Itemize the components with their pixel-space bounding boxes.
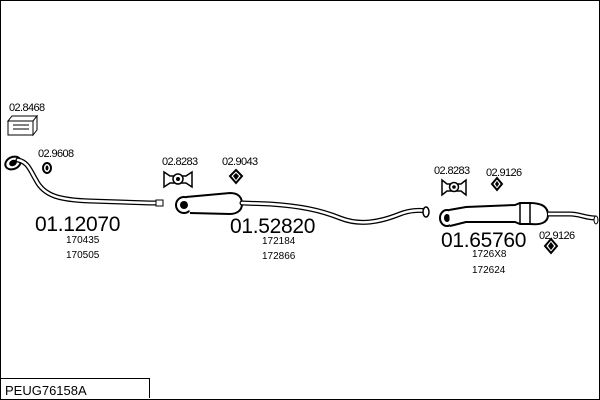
mounting-kit-box-icon [6,114,39,137]
accessory-code: 02.8283 [162,156,198,168]
accessory-code: 02.8283 [434,165,470,177]
section-part-number: 01.12070 [35,213,121,236]
accessory-code: 02.9608 [38,148,74,160]
clamp-icon [441,178,467,197]
rubber-mount-icon [543,237,559,255]
accessory-code: 02.8468 [9,102,45,114]
section-ref: 1726X8 [472,249,507,260]
section-part-number: 01.52820 [230,215,316,238]
section-part-number: 01.65760 [441,229,527,252]
middle-pipe-section [175,191,430,225]
section-ref: 170435 [66,235,100,246]
rear-silencer-section [439,202,599,227]
clamp-icon [163,170,193,189]
section-ref: 170505 [66,250,100,261]
accessory-code: 02.9043 [222,156,258,168]
accessory-code: 02.9126 [486,167,522,179]
front-pipe-section [4,155,164,207]
title-code-box: PEUG76158A [1,378,150,398]
gasket-ring-icon [42,162,52,174]
section-ref: 172866 [262,251,296,262]
section-ref: 172184 [262,236,296,247]
rubber-mount-icon [490,176,504,192]
accessory-code: 02.9126 [539,230,575,242]
section-ref: 172624 [472,265,506,276]
rubber-mount-icon [228,168,244,185]
title-code: PEUG76158A [5,383,87,398]
